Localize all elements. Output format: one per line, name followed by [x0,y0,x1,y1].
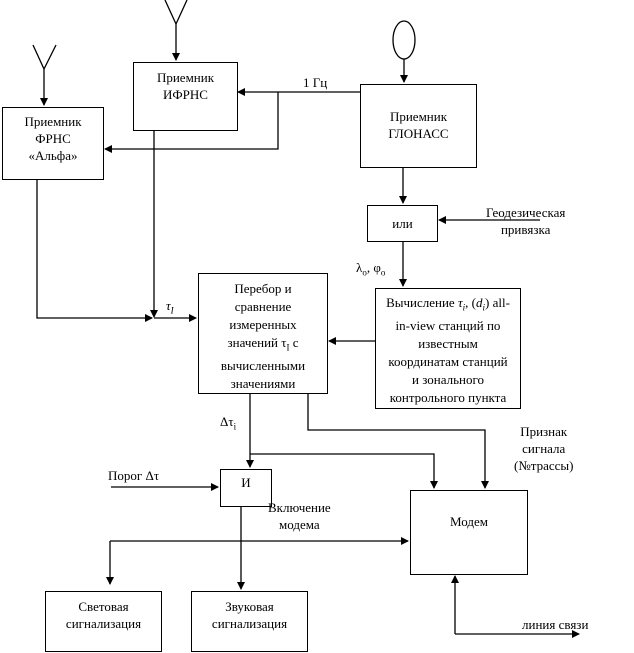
text: Вычисление [386,295,458,310]
or-gate-block: или [367,205,438,242]
text: λ [356,260,363,275]
text: сигнала [522,441,566,456]
text: d [475,295,483,310]
block-label: Приемник [156,70,215,85]
text: ) all- [485,295,510,310]
block-label: сравнение [234,299,292,314]
block-label: Приемник [389,109,448,124]
and-gate-block: И [220,469,272,507]
ifrns-receiver-block: Приемник ИФРНС [133,62,238,131]
label-tau-i: τI [166,297,174,320]
subscript: o [380,267,386,278]
label-1hz: 1 Гц [303,75,328,90]
block-label: И [241,475,251,490]
block-label: и зонального [412,371,484,387]
wire-1hz-frns [104,92,279,153]
block-label: координатам станций [388,353,508,369]
block-label: Приемник [24,114,82,129]
text: τ [166,298,171,313]
block-label: «Альфа» [28,148,78,163]
label-modem-enable: Включение модема [268,499,331,533]
subscript: I [170,305,174,316]
label-delta-tau-i: Δτi [220,413,236,436]
text: Δτ [220,414,234,429]
block-label: ИФРНС [163,87,208,102]
subscript: I [286,342,290,353]
block-label: вычисленными [220,357,306,373]
label-threshold: Порог Δτ [108,468,160,483]
text: Геодезическая [486,205,566,220]
glonass-antenna-icon [392,20,416,83]
text: τ [457,295,463,310]
label-comm-line: линия связи [522,617,589,632]
text: модема [279,517,320,532]
block-label: сигнализация [211,616,288,631]
text: Признак [520,424,568,439]
compute-block: Вычисление τi, (di) all- in-view станций… [375,288,521,409]
block-label: известным [418,335,478,351]
block-label: сигнализация [65,616,142,631]
block-label: Световая [78,599,129,614]
block-label: Модем [450,514,488,529]
frns-alpha-receiver-block: Приемник ФРНС «Альфа» [2,107,104,180]
block-label: ФРНС [35,131,71,146]
text: , φ [366,260,381,275]
subscript: i [482,302,485,313]
text: (№трассы) [514,458,574,473]
compare-block: Перебор и сравнение измеренных значений … [198,273,328,394]
label-lambda-phi: λo, φo [356,259,385,282]
subscript: o [362,267,367,278]
block-label: in-view станций по [395,317,501,333]
text: привязка [500,222,551,237]
text: с [289,335,299,350]
block-label: или [392,216,413,231]
antenna-icon [164,0,188,61]
light-signal-block: Световая сигнализация [45,591,162,652]
block-label: измеренных [229,317,297,332]
text: , ( [465,295,476,310]
sound-signal-block: Звуковая сигнализация [191,591,308,652]
subscript: i [462,302,466,313]
antenna-icon [32,44,57,106]
block-label: Вычисление τi, (di) all- [376,294,520,317]
modem-block: Модем [410,490,528,575]
block-label: ГЛОНАСС [388,126,449,141]
text: значений τ [227,335,287,350]
label-geodetic: Геодезическая привязка [486,204,565,238]
glonass-receiver-block: Приемник ГЛОНАСС [360,84,477,168]
block-label: Звуковая [225,599,274,614]
block-label: значений τI с [199,334,327,357]
block-label: Перебор и [234,281,292,296]
subscript: i [233,421,237,432]
text: Включение [268,500,331,515]
label-signal-flag: Признак сигнала (№трассы) [514,423,573,474]
block-label: значениями [230,375,296,391]
block-label: контрольного пункта [389,389,507,405]
